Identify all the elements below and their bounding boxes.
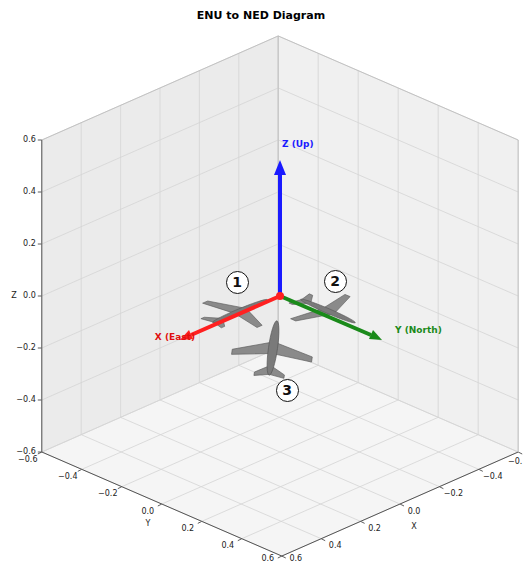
wall-pane bbox=[278, 36, 518, 452]
grid-line bbox=[518, 140, 519, 452]
grid-line bbox=[118, 487, 122, 489]
origin-dot bbox=[276, 292, 284, 300]
grid-line bbox=[38, 296, 42, 297]
grid-line bbox=[120, 105, 121, 417]
y-axis-arrow bbox=[280, 296, 371, 335]
grid-line bbox=[121, 417, 361, 521]
axis-label: X bbox=[411, 523, 416, 532]
y-axis-arrowhead bbox=[369, 330, 382, 340]
tick-label: 0.4 bbox=[23, 188, 36, 197]
aircraft bbox=[229, 317, 317, 381]
tick-label: −0.2 bbox=[444, 490, 463, 499]
axis-arrow-label: Z (Up) bbox=[282, 140, 314, 150]
tick-label: −0.2 bbox=[98, 490, 117, 499]
tick-label: −0. bbox=[508, 458, 522, 467]
x-axis-arrow bbox=[191, 296, 280, 335]
grid-line bbox=[38, 244, 42, 245]
tick-label: −0.4 bbox=[16, 396, 35, 405]
tick-label: −0.4 bbox=[483, 473, 502, 482]
wall-pane bbox=[42, 36, 278, 452]
aircraft bbox=[272, 286, 383, 335]
tick-label: 0.4 bbox=[221, 542, 234, 551]
grid-line bbox=[439, 487, 443, 489]
grid-line bbox=[78, 469, 82, 471]
grid-line bbox=[81, 435, 321, 539]
grid-line bbox=[42, 192, 278, 296]
grid-line bbox=[41, 140, 42, 452]
grid-line bbox=[361, 521, 365, 523]
callout-number: 3 bbox=[282, 383, 292, 397]
grid-line bbox=[278, 556, 282, 558]
grid-line bbox=[41, 140, 42, 452]
axis-label: Z bbox=[11, 292, 16, 301]
grid-line bbox=[321, 539, 325, 541]
grid-line bbox=[198, 521, 202, 523]
grid-line bbox=[160, 400, 400, 504]
tick-label: −0.6 bbox=[18, 456, 37, 465]
grid-line bbox=[42, 36, 278, 140]
axis-arrow-label: X (East) bbox=[155, 333, 195, 343]
tick-label: 0.0 bbox=[23, 292, 36, 301]
grid-line bbox=[162, 400, 398, 504]
callout-circle: 2 bbox=[324, 270, 347, 293]
tick-label: 0.4 bbox=[329, 542, 342, 551]
tick-label: 0.6 bbox=[261, 555, 274, 564]
grid-line bbox=[282, 556, 286, 558]
callout-number: 2 bbox=[330, 274, 340, 288]
chart-title: ENU to NED Diagram bbox=[197, 10, 325, 22]
tick-label: 0.6 bbox=[289, 555, 302, 564]
callout-circle: 1 bbox=[226, 271, 249, 294]
z-axis-arrow bbox=[278, 174, 282, 296]
grid-line bbox=[278, 140, 518, 244]
grid-line bbox=[158, 504, 162, 506]
grid-line bbox=[81, 123, 82, 435]
z-axis-arrowhead bbox=[274, 160, 286, 175]
tick-label: −0.2 bbox=[16, 344, 35, 353]
tick-label: 0.2 bbox=[23, 240, 36, 249]
grid-line bbox=[42, 140, 278, 244]
axis-arrow-label: Y (North) bbox=[395, 326, 442, 336]
grid-line bbox=[42, 36, 278, 140]
grid-line bbox=[278, 88, 518, 192]
grid-line bbox=[278, 192, 518, 296]
grid-line bbox=[38, 452, 42, 454]
grid-line bbox=[479, 469, 483, 471]
grid-line bbox=[38, 452, 42, 453]
grid-line bbox=[42, 452, 282, 556]
axis-label: Y bbox=[146, 520, 151, 529]
tick-label: 0.0 bbox=[408, 508, 421, 517]
grid-line bbox=[242, 435, 478, 539]
tick-label: 0.0 bbox=[141, 508, 154, 517]
grid-line bbox=[38, 192, 42, 193]
tick-label: −0.4 bbox=[58, 473, 77, 482]
tick-label: 0.6 bbox=[23, 136, 36, 145]
grid-line bbox=[518, 452, 522, 454]
grid-line bbox=[42, 452, 282, 556]
grid-line bbox=[518, 140, 519, 452]
grid-line bbox=[438, 105, 439, 417]
grid-line bbox=[38, 400, 42, 401]
grid-line bbox=[38, 348, 42, 349]
grid-line bbox=[278, 36, 518, 140]
grid-line bbox=[282, 452, 518, 556]
grid-line bbox=[42, 88, 278, 192]
grid-line bbox=[400, 504, 404, 506]
grid-line bbox=[282, 452, 518, 556]
callout-number: 1 bbox=[232, 275, 242, 289]
callout-circle: 3 bbox=[276, 379, 299, 402]
grid-line bbox=[238, 539, 242, 541]
grid-line bbox=[202, 417, 438, 521]
grid-line bbox=[278, 36, 518, 140]
tick-label: 0.2 bbox=[368, 525, 381, 534]
grid-line bbox=[478, 123, 479, 435]
tick-label: 0.2 bbox=[181, 525, 194, 534]
grid-line bbox=[38, 140, 42, 141]
